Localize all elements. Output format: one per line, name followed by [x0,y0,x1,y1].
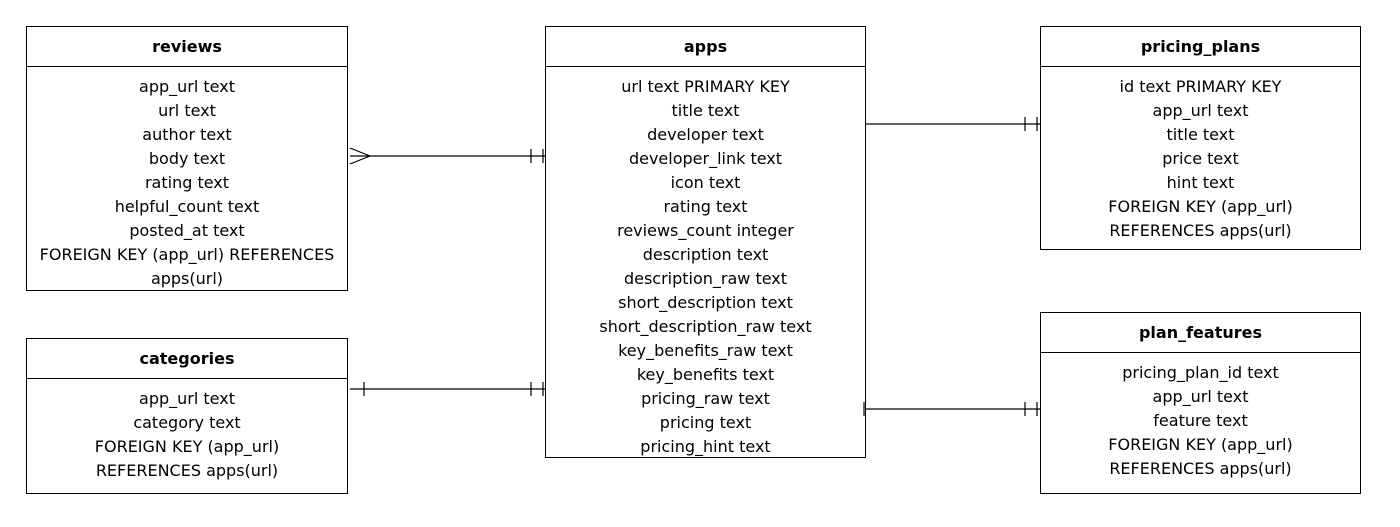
field-row: key_benefits_raw text [618,341,793,360]
field-row: title text [671,101,740,120]
field-row: pricing_plan_id text [1122,363,1279,382]
field-list: id text PRIMARY KEY app_url text title tex… [1041,67,1360,243]
field-row: pricing_raw text [641,389,770,408]
field-row: title text [1166,125,1235,144]
field-row: pricing text [659,413,752,432]
field-row: category text [133,413,241,432]
entity-title: plan_features [1041,313,1360,353]
crowfoot-many-marker [349,147,371,157]
entity-title: reviews [27,27,347,67]
field-row: icon text [670,173,741,192]
field-row: rating text [144,173,230,192]
field-row: short_description_raw text [599,317,812,336]
field-row: REFERENCES apps(url) [95,461,279,480]
field-list: app_url text url text author text body text… [27,67,347,291]
field-row: app_url text [1152,387,1249,406]
field-row: FOREIGN KEY (app_url) [94,437,280,456]
field-row: REFERENCES apps(url) [1109,459,1292,478]
field-row: description text [642,245,769,264]
field-row: developer_link text [628,149,783,168]
field-row: key_benefits text [636,365,775,384]
field-row: url text PRIMARY KEY [621,77,790,96]
field-row: author text [142,125,232,144]
field-row: id text PRIMARY KEY [1119,77,1282,96]
field-row: reviews_count integer [617,221,794,240]
field-row: posted_at text [129,221,245,240]
field-row: app_url text [139,77,235,96]
field-row: apps(url) [150,269,224,288]
field-row: app_url text [139,389,235,408]
field-row: app_url text [1152,101,1249,120]
entity-reviews[interactable]: reviews app_url text url text author text b… [26,26,348,291]
field-row: FOREIGN KEY (app_url) [1108,435,1293,454]
entity-pricing-plans[interactable]: pricing_plans id text PRIMARY KEY app_url… [1040,26,1361,250]
entity-title: apps [546,27,865,67]
entity-apps[interactable]: apps url text PRIMARY KEY title text devel… [545,26,866,458]
field-row: FOREIGN KEY (app_url) REFERENCES [39,245,335,264]
entity-plan-features[interactable]: plan_features pricing_plan_id text app_ur… [1040,312,1361,494]
field-row: rating text [663,197,748,216]
field-row: body text [148,149,226,168]
field-row: feature text [1153,411,1248,430]
field-row: helpful_count text [114,197,260,216]
field-row: hint text [1166,173,1235,192]
field-row: pricing_hint text [640,437,771,456]
entity-title: pricing_plans [1041,27,1360,67]
field-row: price text [1162,149,1239,168]
field-row: short_description text [618,293,793,312]
field-list: pricing_plan_id text app_url text feature … [1041,353,1360,481]
entity-title: categories [27,339,347,379]
crowfoot-many-marker [349,155,371,165]
field-row: REFERENCES apps(url) [1109,221,1292,240]
field-row: developer text [647,125,764,144]
field-row: description_raw text [623,269,788,288]
field-row: url text [158,101,216,120]
field-list: url text PRIMARY KEY title text developer … [546,67,865,459]
field-row: FOREIGN KEY (app_url) [1108,197,1293,216]
